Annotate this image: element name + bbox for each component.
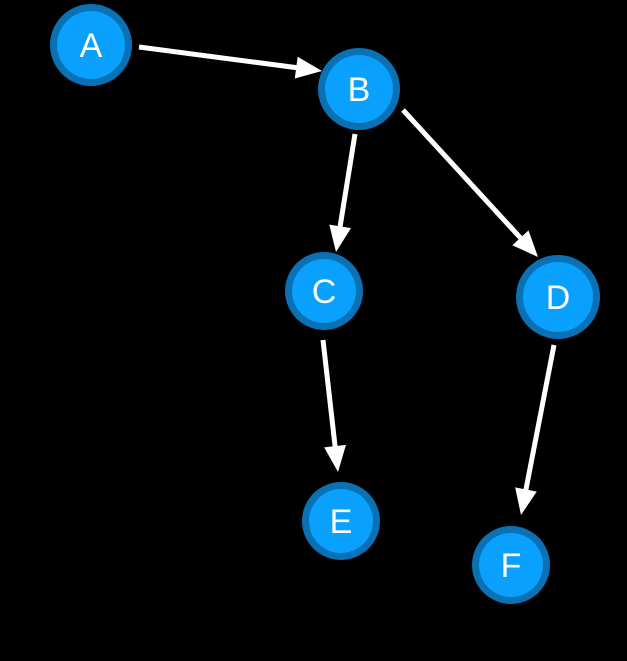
graph-edge-d-f: [515, 344, 557, 515]
edges-layer: [138, 44, 557, 515]
edge-line: [320, 339, 338, 449]
graph-node-c[interactable]: C: [285, 252, 363, 330]
arrowhead-icon: [294, 56, 322, 79]
graph-node-b[interactable]: B: [318, 48, 400, 130]
node-fill: [523, 262, 593, 332]
node-fill: [292, 259, 356, 323]
node-label: D: [546, 279, 571, 317]
edge-line: [401, 108, 524, 242]
node-label: A: [80, 27, 103, 65]
graph-edge-c-e: [320, 339, 346, 472]
edge-line: [337, 133, 358, 229]
arrowhead-icon: [324, 444, 346, 472]
arrowhead-icon: [515, 487, 537, 515]
graph-edge-a-b: [138, 44, 322, 79]
nodes-layer: A B C D E F: [50, 4, 600, 604]
edge-line: [523, 344, 557, 492]
node-label: B: [348, 71, 371, 109]
node-label: E: [330, 503, 353, 541]
graph-edge-b-c: [329, 133, 358, 252]
node-label: F: [501, 547, 522, 585]
graph-edge-b-d: [401, 108, 538, 257]
graph-node-e[interactable]: E: [302, 482, 380, 560]
graph-node-a[interactable]: A: [50, 4, 132, 86]
arrowhead-icon: [329, 224, 351, 252]
node-fill: [325, 55, 393, 123]
graph-node-f[interactable]: F: [472, 526, 550, 604]
node-fill: [57, 11, 125, 79]
graph-node-d[interactable]: D: [516, 255, 600, 339]
edge-line: [138, 44, 299, 71]
node-fill: [309, 489, 373, 553]
arrowhead-icon: [512, 230, 538, 257]
node-fill: [479, 533, 543, 597]
node-label: C: [312, 273, 337, 311]
